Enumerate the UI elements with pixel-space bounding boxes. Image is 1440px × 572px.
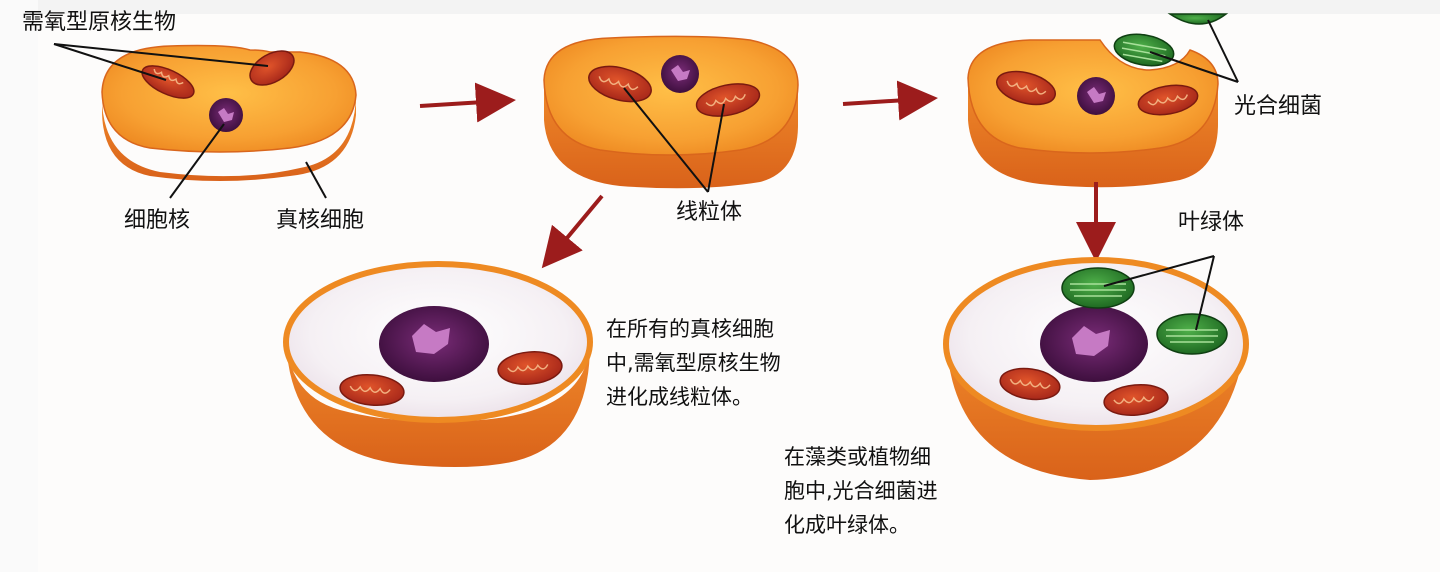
- label-photosynthetic-bacteria: 光合细菌: [1234, 94, 1323, 119]
- cell3-photosynthetic-bacterium-outside: [1167, 13, 1229, 25]
- caption-chloroplast-line-2: 胞中,光合细菌进: [784, 479, 938, 503]
- cell5-chloroplast-top-thylakoids: [1070, 283, 1126, 297]
- cell1-prokaryote-right: [249, 50, 295, 86]
- caption-chloroplast: 在藻类或植物细 胞中,光合细菌进 化成叶绿体。: [784, 440, 938, 542]
- leader-chloroplast-a: [1103, 255, 1215, 287]
- cell1-prokaryote-left-cristae: [153, 68, 184, 85]
- cell2-nucleus-pattern: [671, 65, 690, 81]
- cell5-chloroplast-right: [1156, 313, 1228, 355]
- cell5-nucleus-pattern: [1072, 326, 1110, 356]
- cell4-mito-left-cristae: [349, 385, 391, 394]
- leader-nucleus: [169, 123, 225, 199]
- label-mitochondria: 线粒体: [676, 200, 743, 225]
- label-aerobic-prokaryote: 需氧型原核生物: [22, 10, 177, 35]
- top-border-strip: [0, 0, 1440, 14]
- caption-mitochondria: 在所有的真核细胞 中,需氧型原核生物 进化成线粒体。: [606, 312, 781, 414]
- caption-mitochondria-line-2: 中,需氧型原核生物: [606, 351, 781, 375]
- cell2-mito-right-cristae: [705, 94, 746, 107]
- leader-mitochondria-a: [623, 87, 709, 193]
- cell4-mito-right-cristae: [507, 363, 549, 373]
- cell3-mitochondrion-left: [996, 70, 1056, 106]
- cell1-nucleus-pattern: [218, 108, 234, 122]
- cell5-mito-bottom-cristae: [1113, 395, 1155, 405]
- leader-lines: [53, 19, 1239, 331]
- caption-mitochondria-line-3: 进化成线粒体。: [606, 385, 753, 409]
- label-chloroplast: 叶绿体: [1178, 210, 1245, 235]
- cell4-nucleus-pattern: [412, 324, 450, 354]
- cell-bottom-chloroplast: [943, 257, 1249, 480]
- cell1-prokaryote-left: [141, 65, 195, 99]
- cell-stage-2: [543, 35, 799, 189]
- leader-photosynthetic-b: [1207, 19, 1239, 83]
- cell5-side: [946, 334, 1246, 480]
- arrow-3: [541, 194, 604, 269]
- label-nucleus: 细胞核: [124, 208, 191, 233]
- arrow-2: [842, 80, 938, 121]
- left-border-strip: [0, 0, 38, 572]
- cell5-mito-left-cristae: [1009, 378, 1051, 389]
- cell5-mitochondrion-left: [999, 367, 1061, 401]
- leader-prokaryote-a: [53, 43, 167, 81]
- leader-photosynthetic-a: [1149, 51, 1239, 83]
- cell4-side: [286, 340, 590, 467]
- cell-stage-3: [967, 13, 1229, 188]
- cell3-nucleus-pattern: [1087, 87, 1106, 103]
- leader-chloroplast-b: [1195, 255, 1215, 331]
- cell2-mito-left-cristae: [598, 76, 639, 91]
- cell3-mito-left-cristae: [1006, 80, 1047, 95]
- leader-eukaryotic-cell: [305, 161, 327, 199]
- cell-stage-1: [101, 44, 357, 181]
- cell3-mitochondrion-right: [1137, 84, 1199, 116]
- caption-mitochondria-line-1: 在所有的真核细胞: [606, 317, 774, 341]
- cell5-chloroplast-top: [1061, 267, 1135, 309]
- leader-mitochondria-b: [707, 103, 725, 193]
- arrow-1: [419, 82, 516, 123]
- cell5-chloroplast-right-thylakoids: [1166, 329, 1218, 343]
- cell-bottom-mitochondria: [283, 261, 593, 467]
- leader-prokaryote-b: [53, 43, 269, 67]
- cell3-photosynthetic-bacterium-entering: [1113, 33, 1175, 67]
- cell2-side: [544, 80, 798, 189]
- caption-chloroplast-line-3: 化成叶绿体。: [784, 513, 910, 537]
- cell3-side: [968, 78, 1218, 188]
- caption-chloroplast-line-1: 在藻类或植物细: [784, 445, 931, 469]
- label-eukaryotic-cell: 真核细胞: [276, 208, 365, 233]
- cell3-mito-right-cristae: [1147, 94, 1189, 106]
